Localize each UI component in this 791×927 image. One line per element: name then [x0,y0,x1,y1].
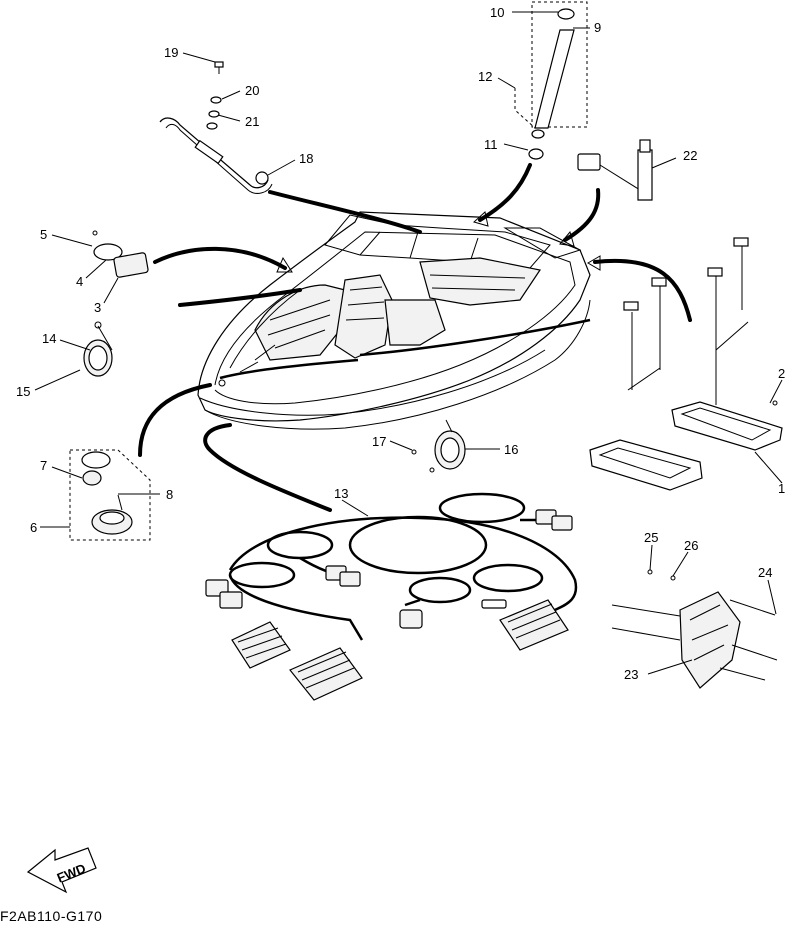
callout-19: 19 [164,45,178,60]
callout-4: 4 [76,274,83,289]
grab-rail-assembly [159,61,273,194]
callout-18: 18 [299,151,313,166]
callout-13: 13 [334,486,348,501]
callout-21: 21 [245,114,259,129]
callout-8: 8 [166,487,173,502]
callout-6: 6 [30,520,37,535]
callout-14: 14 [42,331,56,346]
callout-1: 1 [778,481,785,496]
mount-bracket [611,569,778,689]
gauge-assembly [69,449,151,541]
callout-leaders [34,11,783,675]
callout-17: 17 [372,434,386,449]
drawing-code: F2AB110-G170 [0,908,103,924]
callout-2: 2 [778,366,785,381]
speaker-left [83,321,113,377]
callout-23: 23 [624,667,638,682]
callout-7: 7 [40,458,47,473]
callout-15: 15 [16,384,30,399]
forward-arrow-icon: FWD [26,847,97,894]
callout-25: 25 [644,530,658,545]
boat-hull [197,211,591,430]
sensor-assembly [577,139,653,201]
assembly-arrows [138,163,692,512]
callout-numbers: 1 2 3 4 5 6 7 8 9 10 11 12 13 14 15 16 1… [16,5,785,682]
callout-5: 5 [40,227,47,242]
tray-assembly [589,237,783,491]
callout-20: 20 [245,83,259,98]
callout-10: 10 [490,5,504,20]
callout-11: 11 [484,137,498,152]
callout-9: 9 [594,20,601,35]
wire-harness [205,492,578,701]
callout-24: 24 [758,565,772,580]
speaker-right [411,419,466,473]
callout-22: 22 [683,148,697,163]
fuel-filler-assembly [514,1,588,160]
callout-16: 16 [504,442,518,457]
callout-3: 3 [94,300,101,315]
callout-12: 12 [478,69,492,84]
callout-26: 26 [684,538,698,553]
switch-assembly [92,230,149,278]
